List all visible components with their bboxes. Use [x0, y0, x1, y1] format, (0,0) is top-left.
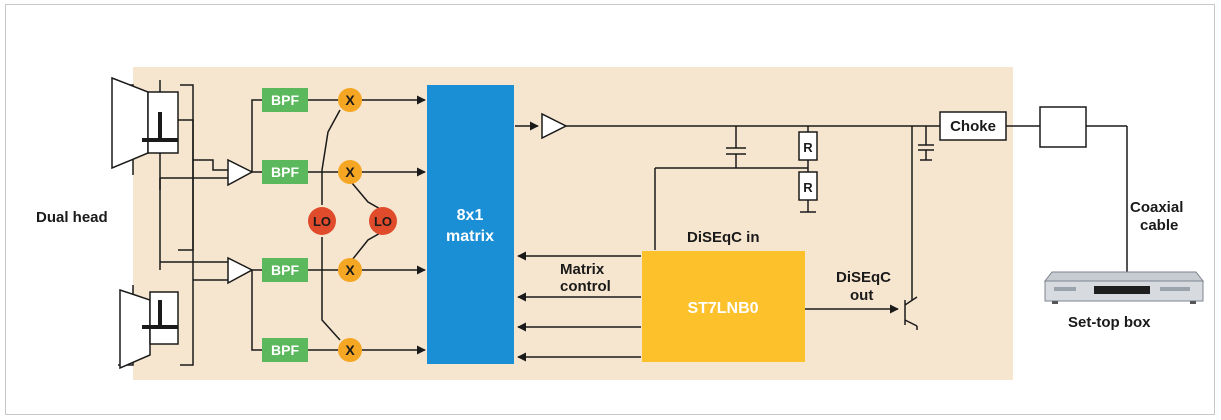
diseqc-out-label-line2: out	[850, 287, 873, 304]
resistor-1-label: R	[803, 140, 813, 155]
set-top-box-label: Set-top box	[1068, 314, 1151, 331]
bpf-4: BPF	[262, 338, 308, 362]
bpf-1-label: BPF	[271, 92, 299, 108]
mixer-1-label: X	[345, 92, 355, 108]
set-top-box-icon	[1043, 271, 1205, 304]
st7lnb0-block: ST7LNB0	[642, 251, 805, 362]
matrix-block: 8x1 matrix	[427, 85, 514, 364]
local-oscillator-1: LO	[308, 207, 336, 235]
diseqc-in-label: DiSEqC in	[687, 229, 760, 246]
lnb-amplifier-upper	[227, 158, 254, 187]
lo-1-label: LO	[313, 214, 331, 229]
circuit-panel	[133, 67, 1013, 380]
matrix-control-label-line1: Matrix	[560, 261, 605, 278]
mixer-2-label: X	[345, 164, 355, 180]
bpf-2-label: BPF	[271, 164, 299, 180]
bpf-2: BPF	[262, 160, 308, 184]
bpf-3-label: BPF	[271, 262, 299, 278]
matrix-control-label-line2: control	[560, 278, 611, 295]
matrix-label-line1: 8x1	[457, 207, 484, 224]
choke-block: Choke	[939, 111, 1007, 141]
choke-label: Choke	[950, 118, 996, 135]
mixer-4-label: X	[345, 342, 355, 358]
mixer-4: X	[338, 338, 362, 362]
coaxial-cable-label-line1: Coaxial	[1130, 199, 1183, 216]
bpf-3: BPF	[262, 258, 308, 282]
lo-2-label: LO	[374, 214, 392, 229]
local-oscillator-2: LO	[369, 207, 397, 235]
mixer-1: X	[338, 88, 362, 112]
antenna-head-lower	[119, 288, 179, 370]
mixer-3-label: X	[345, 262, 355, 278]
mixer-2: X	[338, 160, 362, 184]
lnb-amplifier-lower	[227, 256, 254, 285]
mixer-3: X	[338, 258, 362, 282]
bpf-4-label: BPF	[271, 342, 299, 358]
diseqc-out-label-line1: DiSEqC	[836, 269, 891, 286]
antenna-head-upper	[111, 76, 179, 170]
resistor-2: R	[798, 171, 818, 201]
coax-connector	[1039, 106, 1087, 148]
bpf-1: BPF	[262, 88, 308, 112]
dual-head-label: Dual head	[36, 209, 108, 226]
st7lnb0-label: ST7LNB0	[687, 300, 758, 317]
matrix-label-line2: matrix	[446, 228, 494, 245]
resistor-1: R	[798, 131, 818, 161]
output-amplifier	[541, 112, 568, 140]
resistor-2-label: R	[803, 180, 813, 195]
coaxial-cable-label-line2: cable	[1140, 217, 1178, 234]
